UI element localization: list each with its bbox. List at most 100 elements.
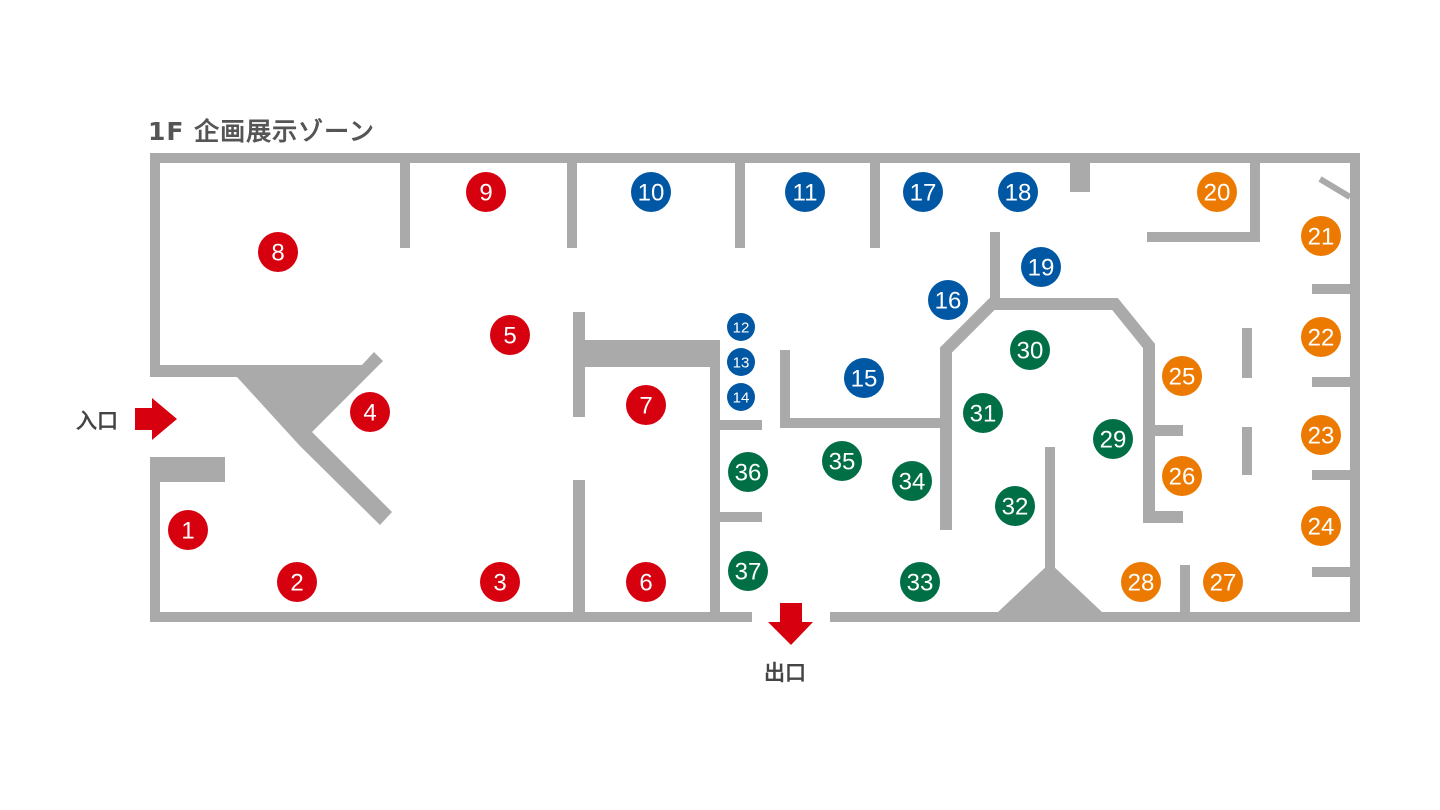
wall-stub [1149,425,1183,436]
marker-number: 19 [1028,255,1055,282]
exhibit-marker-11[interactable]: 11 [785,172,825,212]
marker-number: 27 [1210,570,1237,597]
marker-number: 16 [935,288,962,315]
wall-block [573,340,720,367]
marker-circle [466,172,506,212]
wall-stub [1312,284,1350,294]
exhibit-marker-20[interactable]: 20 [1197,172,1237,212]
marker-number: 8 [271,240,284,267]
marker-number: 28 [1128,570,1155,597]
marker-number: 24 [1308,514,1335,541]
exhibit-marker-18[interactable]: 18 [998,172,1038,212]
wall-stub [720,512,762,522]
exhibit-marker-22[interactable]: 22 [1301,317,1341,357]
exhibit-marker-8[interactable]: 8 [258,232,298,272]
marker-number: 34 [899,469,926,496]
exhibit-marker-30[interactable]: 30 [1010,330,1050,370]
exhibit-marker-33[interactable]: 33 [900,562,940,602]
marker-number: 1 [181,518,194,545]
exhibit-marker-1[interactable]: 1 [168,510,208,550]
exhibit-marker-29[interactable]: 29 [1093,419,1133,459]
exhibit-marker-4[interactable]: 4 [350,392,390,432]
marker-number: 10 [638,180,665,207]
marker-number: 29 [1100,427,1127,454]
exhibit-marker-7[interactable]: 7 [626,385,666,425]
exhibit-marker-35[interactable]: 35 [822,441,862,481]
marker-number: 7 [639,393,652,420]
marker-number: 33 [907,570,934,597]
marker-circle [258,232,298,272]
wall-left-lower [150,457,160,622]
wall-partition [400,163,410,248]
exhibit-marker-12[interactable]: 12 [727,313,755,341]
marker-number: 12 [733,320,750,337]
exhibit-marker-23[interactable]: 23 [1301,415,1341,455]
marker-number: 26 [1169,464,1196,491]
wall-partition [735,163,745,248]
wall-partition [1242,427,1252,475]
wall-octagon [940,298,1183,530]
exhibit-marker-25[interactable]: 25 [1162,356,1202,396]
wall-partition [1250,163,1260,242]
marker-circle [1197,172,1237,212]
exhibit-marker-21[interactable]: 21 [1301,216,1341,256]
marker-number: 30 [1017,338,1044,365]
wall-stub [1312,567,1350,577]
exhibit-marker-15[interactable]: 15 [844,358,884,398]
exhibit-marker-36[interactable]: 36 [728,452,768,492]
marker-circle [963,393,1003,433]
exhibit-marker-26[interactable]: 26 [1162,456,1202,496]
marker-circle [480,562,520,602]
exhibit-marker-37[interactable]: 37 [728,551,768,591]
wall-top [150,153,1360,163]
wall-right [1350,153,1360,622]
marker-number: 20 [1204,180,1231,207]
marker-circle [1021,247,1061,287]
marker-number: 2 [290,570,303,597]
marker-circle [626,385,666,425]
marker-circle [1162,456,1202,496]
exhibit-marker-32[interactable]: 32 [995,486,1035,526]
exhibit-marker-19[interactable]: 19 [1021,247,1061,287]
marker-number: 13 [733,355,750,372]
entrance-label: 入口 [76,409,118,433]
exhibit-marker-31[interactable]: 31 [963,393,1003,433]
exhibit-marker-5[interactable]: 5 [490,315,530,355]
marker-circle [727,348,755,376]
wall-partition [780,350,790,428]
exhibit-marker-14[interactable]: 14 [727,383,755,411]
wall-partition [1147,232,1260,242]
marker-number: 14 [733,390,750,407]
marker-number: 11 [793,180,818,207]
marker-number: 17 [910,180,937,207]
exhibit-marker-34[interactable]: 34 [892,461,932,501]
wall-triangle [998,563,1102,612]
wall-partition [870,163,880,248]
exhibit-marker-6[interactable]: 6 [626,562,666,602]
marker-circle [626,562,666,602]
exhibit-marker-27[interactable]: 27 [1203,562,1243,602]
marker-number: 22 [1308,325,1335,352]
exhibit-marker-3[interactable]: 3 [480,562,520,602]
wall-left-upper [150,153,160,377]
exhibit-marker-24[interactable]: 24 [1301,506,1341,546]
exhibit-marker-9[interactable]: 9 [466,172,506,212]
exit-label: 出口 [764,661,806,685]
exhibit-marker-10[interactable]: 10 [631,172,671,212]
exhibit-marker-16[interactable]: 16 [928,280,968,320]
marker-circle [490,315,530,355]
marker-circle [1301,317,1341,357]
marker-circle [822,441,862,481]
marker-circle [998,172,1038,212]
marker-number: 5 [503,323,516,350]
exhibit-marker-17[interactable]: 17 [903,172,943,212]
marker-circle [728,551,768,591]
exhibit-marker-13[interactable]: 13 [727,348,755,376]
wall-partition [1242,328,1252,378]
marker-number: 21 [1308,224,1335,251]
exhibit-marker-2[interactable]: 2 [277,562,317,602]
marker-number: 3 [493,570,506,597]
wall-y-partition [150,352,392,525]
wall-partition [990,232,1000,302]
exhibit-marker-28[interactable]: 28 [1121,562,1161,602]
